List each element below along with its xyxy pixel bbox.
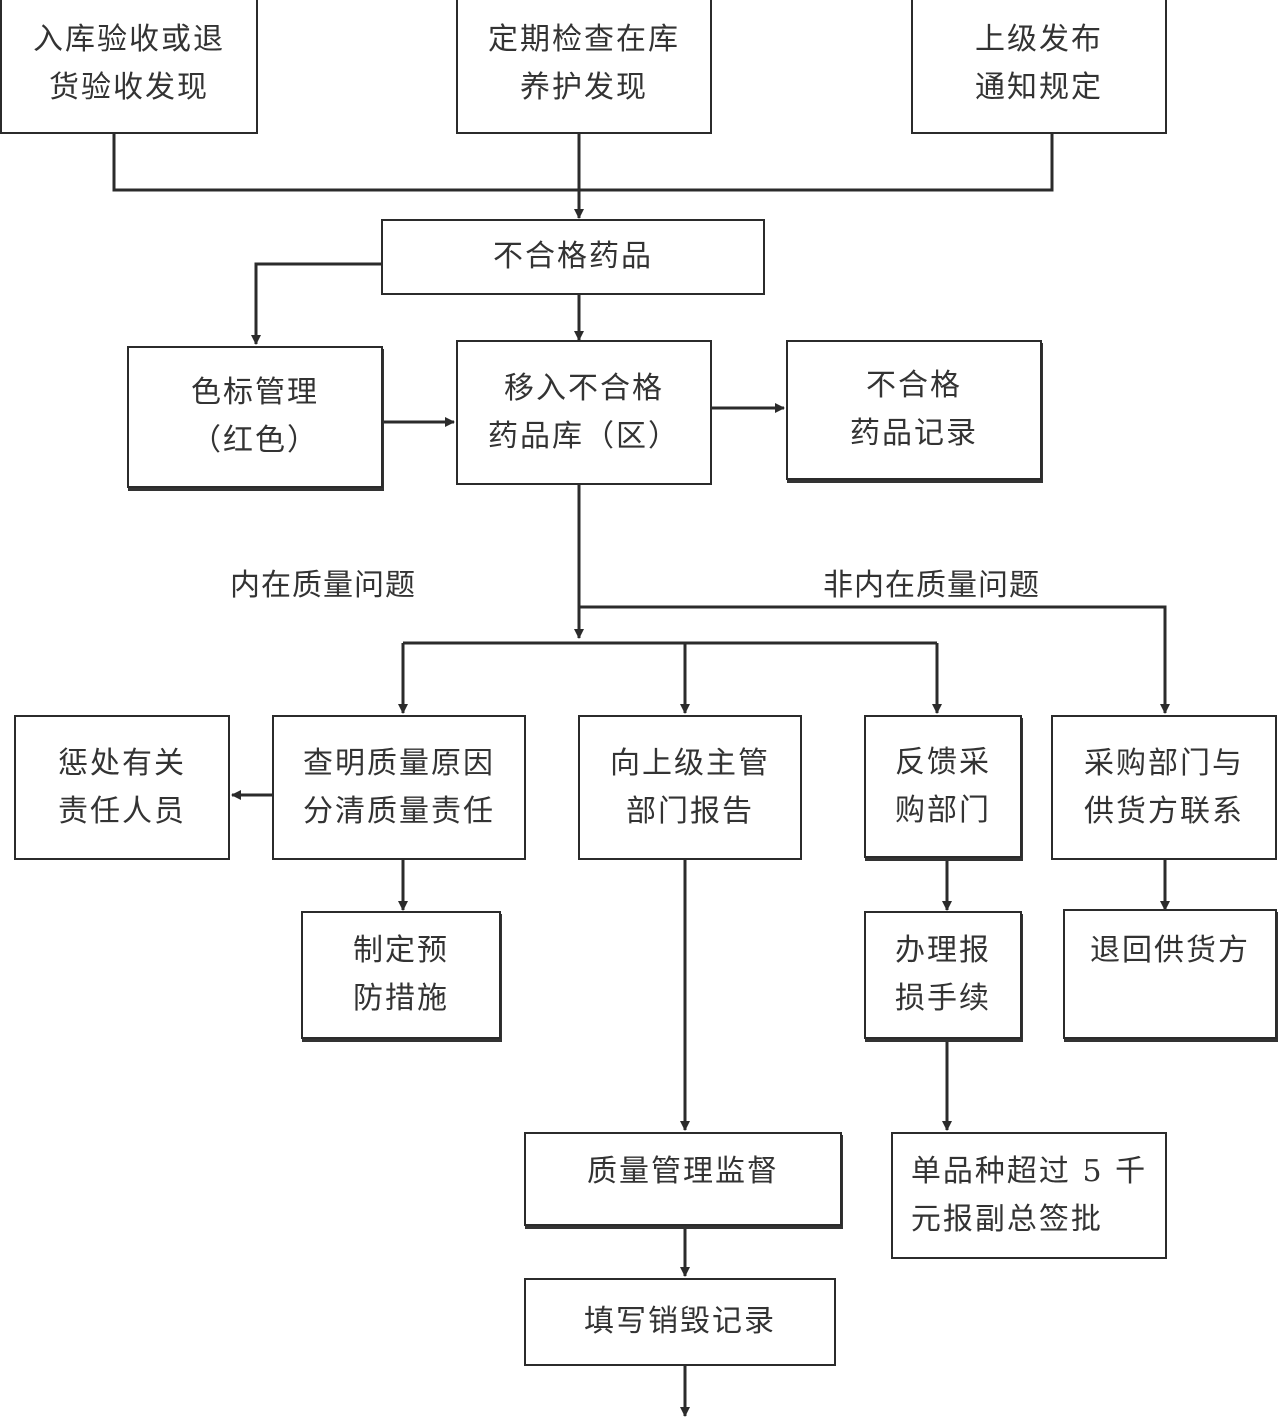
node-label: 采购部门与 供货方联系 <box>1084 745 1244 829</box>
node-punish: 惩处有关 责任人员 <box>14 715 230 860</box>
node-source-inspection: 定期检查在库 养护发现 <box>456 0 712 134</box>
node-prevention: 制定预 防措施 <box>301 911 501 1039</box>
node-approval: 单品种超过 5 千 元报副总签批 <box>891 1132 1167 1259</box>
node-color-label: 色标管理 （红色） <box>127 346 383 488</box>
arrow-non-intrinsic <box>579 605 1170 714</box>
node-label: 填写销毁记录 <box>584 1304 776 1339</box>
node-label: 反馈采 购部门 <box>895 744 991 828</box>
node-unqualified-drugs: 不合格药品 <box>381 219 765 295</box>
node-label: 不合格药品 <box>493 239 653 274</box>
node-label: 制定预 防措施 <box>353 933 449 1016</box>
node-find-cause: 查明质量原因 分清质量责任 <box>272 715 526 860</box>
node-label: 单品种超过 5 千 元报副总签批 <box>910 1153 1148 1237</box>
node-label: 入库验收或退 货验收发现 <box>33 22 225 105</box>
node-unqualified-record: 不合格 药品记录 <box>786 340 1042 480</box>
arrow-to-color-label <box>251 262 382 345</box>
node-source-superior: 上级发布 通知规定 <box>911 0 1167 134</box>
node-label: 退回供货方 <box>1090 933 1250 968</box>
edge-label-intrinsic: 内在质量问题 <box>230 568 416 603</box>
node-label: 惩处有关 责任人员 <box>58 745 186 829</box>
node-return-supplier: 退回供货方 <box>1063 909 1277 1039</box>
node-label: 色标管理 （红色） <box>191 375 319 458</box>
node-label: 查明质量原因 分清质量责任 <box>303 745 495 829</box>
node-loss-procedure: 办理报 损手续 <box>864 911 1022 1039</box>
node-label: 移入不合格 药品库（区） <box>488 370 680 454</box>
node-source-inbound: 入库验收或退 货验收发现 <box>0 0 258 134</box>
node-label: 上级发布 通知规定 <box>975 22 1103 105</box>
node-label: 质量管理监督 <box>587 1154 779 1189</box>
connector-source-inbound <box>112 133 1054 192</box>
node-contact-supplier: 采购部门与 供货方联系 <box>1051 715 1277 860</box>
node-label: 不合格 药品记录 <box>850 368 978 451</box>
node-label: 向上级主管 部门报告 <box>610 745 770 829</box>
edge-label-non-intrinsic: 非内在质量问题 <box>823 568 1040 603</box>
node-label: 定期检查在库 养护发现 <box>488 22 680 105</box>
node-label: 办理报 损手续 <box>895 933 991 1016</box>
node-destroy-record: 填写销毁记录 <box>524 1278 836 1366</box>
node-quality-supervision: 质量管理监督 <box>524 1132 842 1226</box>
node-report-superior: 向上级主管 部门报告 <box>578 715 802 860</box>
node-move-to-area: 移入不合格 药品库（区） <box>456 340 712 485</box>
node-feedback-purchase: 反馈采 购部门 <box>864 715 1022 858</box>
